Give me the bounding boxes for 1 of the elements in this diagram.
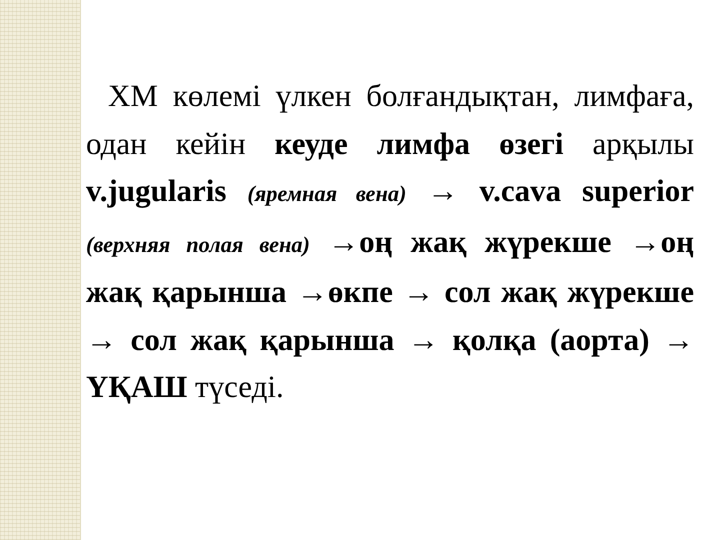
paragraph-text: ХМ көлемі үлкен болғандықтан, лимфаға, одан кейін кеуде лимфа өзегі арқылы v.jugularis (яремная вена) → v.cava superior (верхняя полая вена) →оң жақ жүрекше →оң жақ қарынша →өкпе → сол жақ жүрекше → сол жақ қарынша → қолқа (аорта) → ҮҚАШ түседі. [86,77,694,406]
